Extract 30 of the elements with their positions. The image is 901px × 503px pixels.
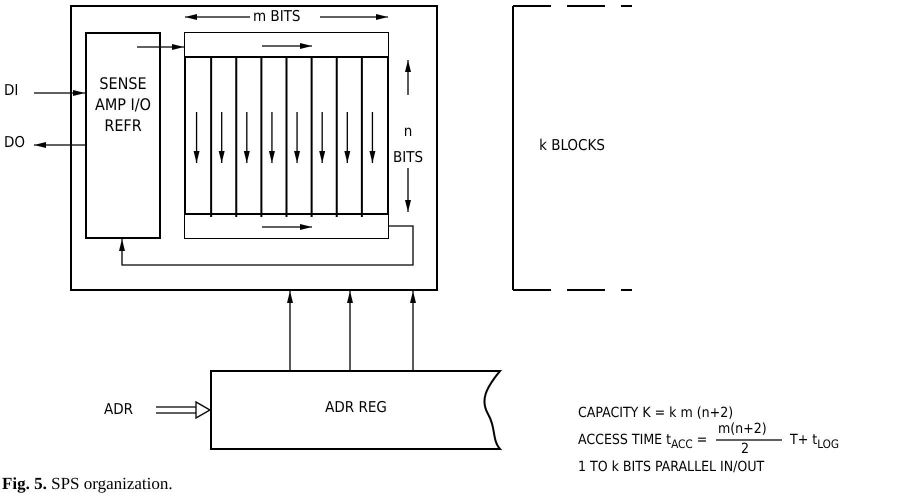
dashed-block xyxy=(512,5,632,291)
box-label: k BLOCKS xyxy=(538,136,606,156)
signal-label: ADR xyxy=(104,400,134,420)
formula-text: 1 TO k BITS PARALLEL IN/OUT xyxy=(578,459,764,476)
arrow xyxy=(119,225,414,266)
formula-text: CAPACITY K = k m (n+2) xyxy=(578,405,734,422)
formula-text: ACCESS TIME t$_{ACC}$ = xyxy=(578,432,708,451)
register-bar xyxy=(184,213,389,239)
memory-block xyxy=(70,5,438,291)
double-arrow xyxy=(155,401,212,419)
dimension-label: m BITS xyxy=(253,7,300,25)
box-label: ADR REG xyxy=(324,398,388,418)
box-label: SENSE AMP I/O REFR xyxy=(94,74,152,136)
arrow xyxy=(34,90,85,96)
dimension-label: n BITS xyxy=(393,121,423,168)
arrow xyxy=(347,291,353,370)
arrow xyxy=(410,291,416,370)
storage-array xyxy=(184,56,389,215)
arrow xyxy=(287,291,293,370)
arrow xyxy=(34,142,85,148)
formula-numerator: m(n+2) xyxy=(718,421,767,438)
sense-amp-box xyxy=(85,32,161,239)
signal-label: DO xyxy=(4,133,26,152)
address-register xyxy=(210,370,502,450)
formula-text: T+ t$_{LOG}$ xyxy=(790,432,839,451)
register-bar xyxy=(184,32,389,58)
signal-label: DI xyxy=(4,81,20,100)
formula-denominator: 2 xyxy=(741,441,750,458)
arrow xyxy=(137,44,184,50)
figure-caption: Fig. 5. SPS organization. xyxy=(2,474,173,494)
